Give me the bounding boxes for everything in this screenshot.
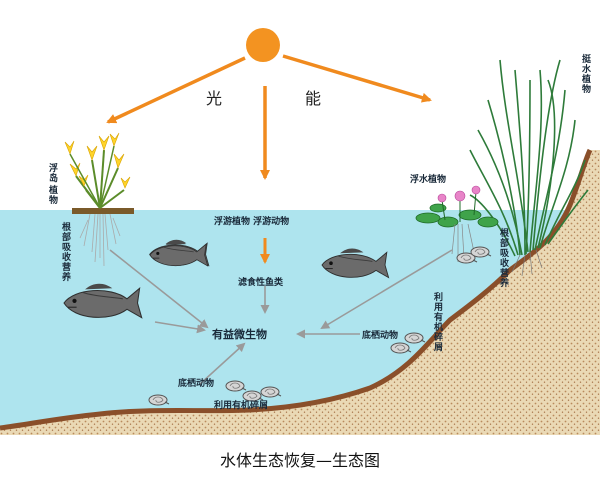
label-floating-island-plants: 浮 岛 植 物 xyxy=(48,162,61,206)
label-benthic-mid: 底栖动物 xyxy=(362,329,398,341)
label-benthic-bottom: 底栖动物 xyxy=(178,377,214,389)
label-organic-detritus-bottom: 利用有机碎屑 xyxy=(213,399,268,411)
label-organic-detritus-right: 利 用 有 机 碎 屑 xyxy=(433,291,446,353)
emergent-plant-icon xyxy=(469,59,589,257)
floating-plant-icon xyxy=(415,185,499,262)
arrow-roots-to-microbes xyxy=(109,249,209,329)
diagram-caption: 水体生态恢复—生态图 xyxy=(220,451,380,470)
label-plankton: 浮游植物 浮游动物 xyxy=(214,215,289,227)
label-root-absorb-left: 根 部 吸 收 营 养 xyxy=(61,221,74,283)
water-body xyxy=(0,210,600,428)
label-emergent-plants: 挺 水 植 物 xyxy=(581,53,594,95)
label-floating-plants: 浮水植物 xyxy=(410,173,446,185)
sun-icon xyxy=(246,28,280,62)
energy-arrow-right xyxy=(282,54,432,103)
emergent-plant-roots xyxy=(511,249,543,277)
arrow-floating-to-microbes xyxy=(320,249,453,330)
energy-arrow-left xyxy=(106,56,246,124)
shoreline-edge xyxy=(0,148,593,431)
arrow-benthic-to-microbes xyxy=(199,342,246,385)
arrow-fish-left-to-microbes xyxy=(154,321,206,334)
label-root-absorb-right: 根 部 吸 收 营 养 xyxy=(499,227,512,289)
energy-label-1: 光 xyxy=(206,89,222,108)
energy-label-2: 能 xyxy=(305,89,321,108)
label-microbes: 有益微生物 xyxy=(212,327,267,341)
label-filter-feeding-fish: 滤食性鱼类 xyxy=(238,276,284,288)
floating-island-plant-icon xyxy=(64,132,134,267)
soil-bank xyxy=(0,150,600,435)
